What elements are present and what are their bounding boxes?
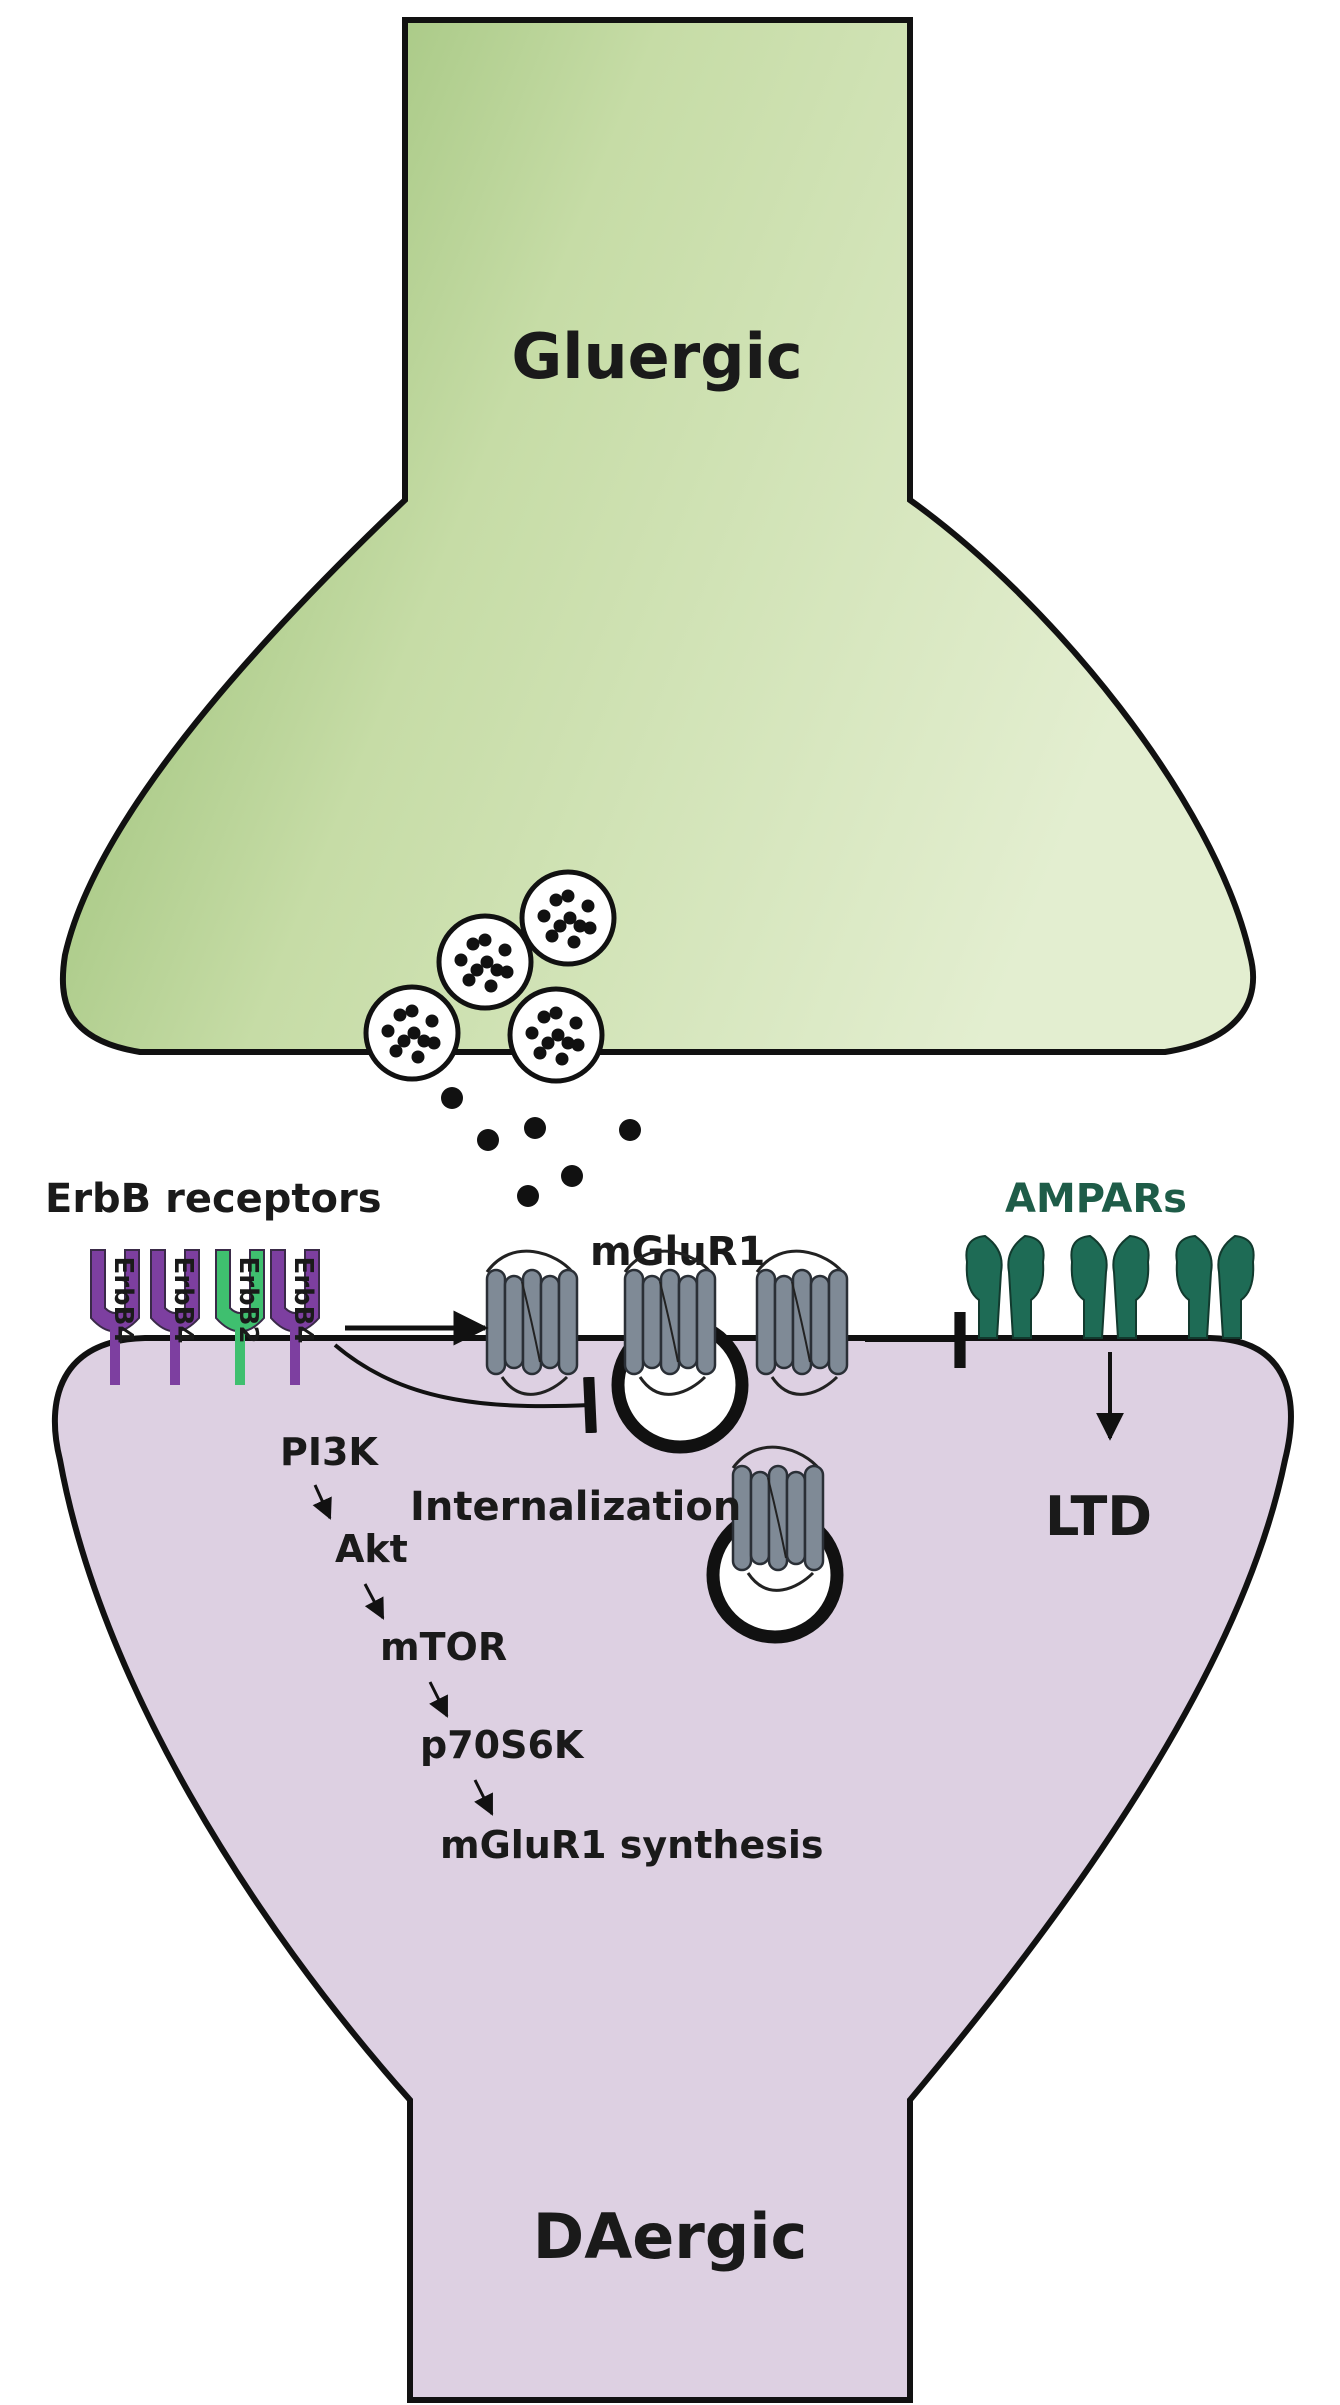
glutamate-dot xyxy=(619,1119,641,1141)
postsynaptic-terminal xyxy=(51,1335,1294,2403)
glutamate-dot xyxy=(381,1024,395,1038)
erbb-receptor: ErbB4 xyxy=(90,1249,140,1385)
glutamate-dot xyxy=(500,965,514,979)
erbb-receptor-label: ErbB4 xyxy=(288,1256,318,1343)
glutamate-dots xyxy=(441,1087,641,1207)
pathway-step-akt: Akt xyxy=(335,1527,408,1571)
glutamate-dot xyxy=(389,1044,403,1058)
ampar-receptor xyxy=(1175,1234,1255,1339)
glutamate-dot xyxy=(470,963,484,977)
glutamate-dot xyxy=(407,1026,421,1040)
pathway-arrow xyxy=(428,1681,449,1718)
glutamate-dot xyxy=(397,1034,411,1048)
glutamate-dot xyxy=(480,955,494,969)
glutamate-dot xyxy=(427,1036,441,1050)
presynaptic-label: Gluergic xyxy=(511,320,802,393)
ltd-label: LTD xyxy=(1045,1485,1152,1548)
pathway-arrow xyxy=(473,1779,494,1816)
erbb-receptor-label: ErbB2 xyxy=(233,1256,263,1343)
glutamate-dot xyxy=(537,909,551,923)
mglur1-surface-group xyxy=(485,1249,849,1454)
pathway-step-pi3k: PI3K xyxy=(280,1430,379,1474)
pathway-step-mtor: mTOR xyxy=(380,1625,507,1669)
glutamate-dot xyxy=(454,953,468,967)
glutamate-dot xyxy=(411,1050,425,1064)
synaptic-vesicle xyxy=(519,869,617,967)
glutamate-dot xyxy=(533,1046,547,1060)
glutamate-dot xyxy=(549,1006,563,1020)
synaptic-vesicle xyxy=(507,986,605,1084)
postsynaptic-label: DAergic xyxy=(533,2200,807,2273)
glutamate-dot xyxy=(498,943,512,957)
vesicle-group xyxy=(363,869,617,1084)
glutamate-dot xyxy=(417,1034,431,1048)
glutamate-dot xyxy=(462,973,476,987)
mglur1-receptor xyxy=(485,1249,579,1396)
glutamate-dot xyxy=(561,889,575,903)
ampar-receptor xyxy=(965,1234,1045,1339)
glutamate-dot xyxy=(441,1087,463,1109)
glutamate-dot xyxy=(561,1165,583,1187)
presynaptic-terminal xyxy=(59,17,1257,1055)
pathway-step-p70s6k: p70S6K xyxy=(420,1723,585,1767)
glutamate-dot xyxy=(571,1038,585,1052)
glutamate-dot xyxy=(541,1036,555,1050)
glutamate-dot xyxy=(524,1117,546,1139)
glutamate-dot xyxy=(551,1028,565,1042)
glutamate-dot xyxy=(405,1004,419,1018)
glutamate-dot xyxy=(490,963,504,977)
ampar-receptor xyxy=(1070,1234,1150,1339)
glutamate-dot xyxy=(553,919,567,933)
glutamate-dot xyxy=(549,893,563,907)
pathway-arrow xyxy=(363,1583,385,1620)
synaptic-vesicle xyxy=(363,984,461,1082)
glutamate-dot xyxy=(525,1026,539,1040)
glutamate-dot xyxy=(425,1014,439,1028)
glutamate-dot xyxy=(555,1052,569,1066)
mglur1-receptor xyxy=(623,1249,717,1396)
erbb-receptor-label: ErbB4 xyxy=(168,1256,198,1343)
signaling-pathway: PI3K Akt mTOR p70S6K mGluR1 synthesis xyxy=(280,1430,824,1867)
glutamate-dot xyxy=(393,1008,407,1022)
internalized-mglur1-group xyxy=(706,1445,844,1644)
glutamate-dot xyxy=(484,979,498,993)
glutamate-dot xyxy=(537,1010,551,1024)
synaptic-vesicle xyxy=(436,913,534,1011)
glutamate-dot xyxy=(477,1129,499,1151)
ampar-group xyxy=(965,1234,1255,1339)
glutamate-dot xyxy=(569,1016,583,1030)
glutamate-dot xyxy=(581,899,595,913)
mglur1-receptor xyxy=(755,1249,849,1396)
glutamate-dot xyxy=(478,933,492,947)
glutamate-dot xyxy=(563,911,577,925)
internalization-label: Internalization xyxy=(410,1484,741,1530)
mglur1-receptor xyxy=(731,1445,825,1592)
erbb-inhibits-internalization xyxy=(333,1343,597,1434)
glutamate-dot xyxy=(561,1036,575,1050)
glutamate-dot xyxy=(466,937,480,951)
glutamate-dot xyxy=(517,1185,539,1207)
erbb-group-label: ErbB receptors xyxy=(45,1176,382,1222)
erbb-receptor: ErbB2 xyxy=(215,1249,265,1385)
pathway-arrow xyxy=(312,1484,332,1520)
glutamate-dot xyxy=(573,919,587,933)
glutamate-dot xyxy=(567,935,581,949)
erbb-receptor-group: ErbB4 ErbB4 ErbB2 ErbB4 xyxy=(90,1249,320,1385)
glutamate-dot xyxy=(583,921,597,935)
glutamate-dot xyxy=(545,929,559,943)
pathway-step-mglur1-synthesis: mGluR1 synthesis xyxy=(440,1823,824,1867)
erbb-receptor: ErbB4 xyxy=(270,1249,320,1385)
erbb-receptor-label: ErbB4 xyxy=(108,1256,138,1343)
erbb-receptor: ErbB4 xyxy=(150,1249,200,1385)
ampars-label: AMPARs xyxy=(1005,1176,1187,1222)
